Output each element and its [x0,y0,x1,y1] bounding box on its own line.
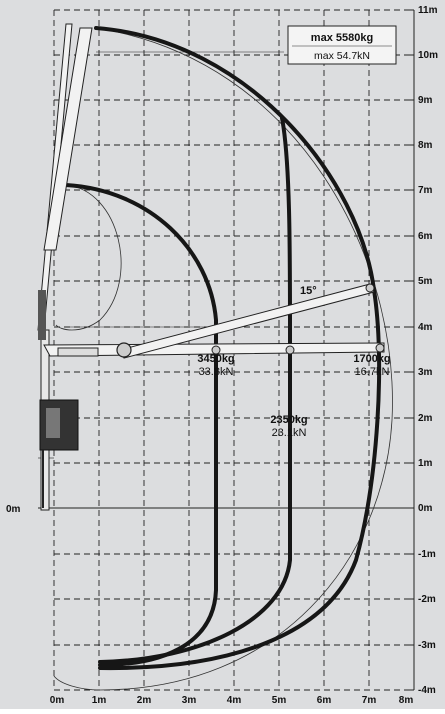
envelope-curve [53,27,393,691]
x-tick-label: 8m [399,695,414,706]
x-tick-label: 2m [137,695,152,706]
y-tick-label: 7m [418,185,433,196]
y-tick-label: 8m [418,140,433,151]
max-force-label: max 54.7kN [314,50,370,62]
x-tick-label: 4m [227,695,242,706]
y-zero-left-label: 0m [6,504,21,515]
crane-cylinder [38,290,46,340]
y-tick-label: 10m [418,50,438,61]
right-ticks [409,9,414,691]
y-tick-labels: 11m 10m 9m 8m 7m 6m 5m 4m 3m 2m 1m 0m -1… [418,5,438,696]
load-curve-1700 [94,26,382,671]
info-box [287,25,397,65]
y-tick-label: -4m [418,685,436,696]
crane-joint-2 [211,345,221,355]
x-tick-label: 6m [317,695,332,706]
crane-tip [375,343,385,353]
x-tick-label: 1m [92,695,107,706]
crane-illustration [37,23,385,511]
y-tick-label: 3m [418,367,433,378]
load-curve-2350 [98,116,292,664]
crane-boom-label-plate [57,347,99,357]
y-tick-label: 1m [418,458,433,469]
load-curves [64,26,382,671]
load-label-kn-3: 16.7kN [355,366,390,378]
x-tick-label: 7m [362,695,377,706]
y-tick-label: 9m [418,95,433,106]
y-tick-label: -2m [418,594,436,605]
crane-base-detail [46,408,60,438]
load-label-kg-2: 2350kg [270,414,307,426]
y-tick-label: -1m [418,549,436,560]
y-tick-label: -3m [418,640,436,651]
crane-joint [116,342,132,358]
y-tick-label: 4m [418,322,433,333]
x-tick-labels: 0m 1m 2m 3m 4m 5m 6m 7m 8m [50,695,414,706]
load-label-kn-2: 23.1kN [272,427,307,439]
x-tick-label: 5m [272,695,287,706]
crane-joint-3 [285,345,295,355]
crane-tip-15 [365,283,375,293]
crane-boom-vertical-ext [43,27,93,251]
y-tick-label: 5m [418,276,433,287]
load-label-kg-3: 1700kg [353,353,390,365]
x-tick-label: 3m [182,695,197,706]
y-tick-label: 6m [418,231,433,242]
inner-envelope-curve [55,184,122,331]
max-load-label: max 5580kg [311,32,373,44]
load-curve-3450 [64,183,218,667]
load-label-kg-1: 3450kg [197,353,234,365]
angle-label: 15° [300,285,317,297]
y-tick-label: 0m [418,503,433,514]
x-tick-label: 0m [50,695,65,706]
load-label-kn-1: 33.8kN [199,366,234,378]
y-tick-label: 11m [418,5,438,16]
y-tick-label: 2m [418,413,433,424]
